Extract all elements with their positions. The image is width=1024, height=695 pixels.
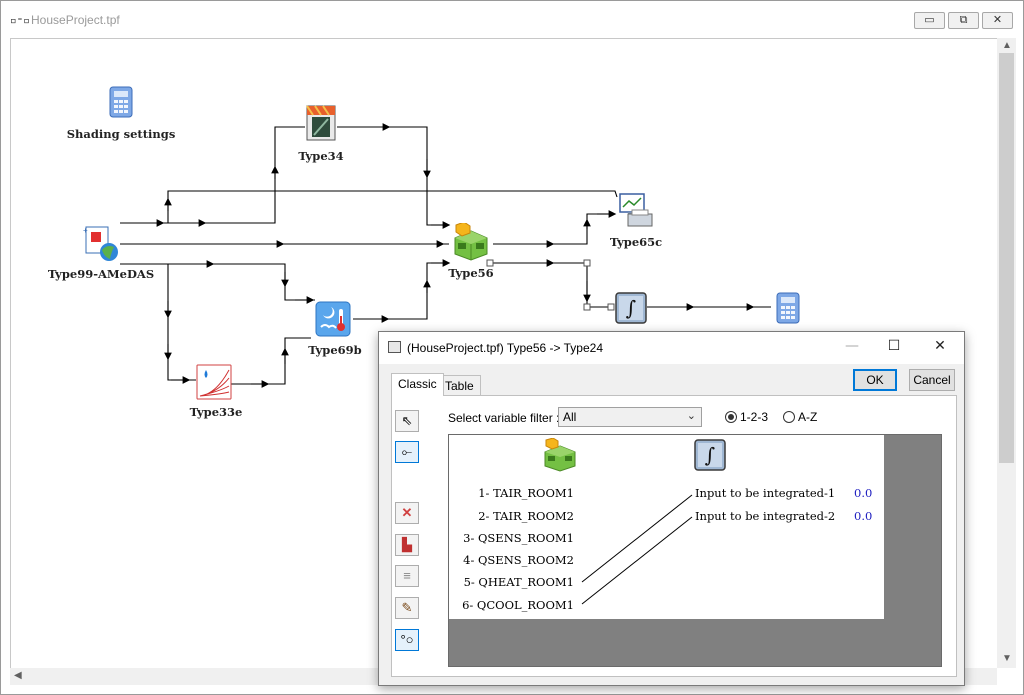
minimize-button[interactable]: ▭ [914,12,945,29]
component-label: Type33e [189,405,243,419]
psychrometrics-icon [196,364,232,400]
component-label: Shading settings [66,127,176,141]
dialog-minimize-button[interactable]: — [845,338,859,354]
paint-brush-icon[interactable]: ✎ [395,597,419,619]
scroll-up-icon[interactable]: ▲ [1002,40,1012,51]
dialog-maximize-button[interactable]: ☐ [887,338,901,354]
component-label: Type69b [308,343,362,357]
output-variable[interactable]: 5- QHEAT_ROOM1 [463,575,574,589]
title-bar: ▫⁼▫ HouseProject.tpf ▭ ⧉ ✕ [1,1,1023,37]
calculator-icon [776,292,800,324]
radio-selected-icon [725,411,737,423]
calculator-icon [109,86,133,118]
link-type99-type33e [167,264,196,381]
link-line-qheat [581,494,693,583]
link-type99-type34 [120,126,305,224]
sort-radio-123[interactable]: 1-2-3 [725,410,768,424]
dialog-window-icon [388,341,401,353]
building-icon [544,438,576,472]
component-label: Type65c [609,235,663,249]
output-variable[interactable]: 4- QSENS_ROOM2 [463,553,574,567]
component-label: Type34 [298,149,344,163]
integrator-icon: ∫ [615,292,647,324]
link-tool-icon[interactable]: ⟜ [395,441,419,463]
scroll-left-icon[interactable]: ◀ [14,670,22,681]
output-variable[interactable]: 1- TAIR_ROOM1 [478,486,574,500]
dialog-close-button[interactable]: ✕ [934,338,946,354]
tab-table[interactable]: Table [438,375,481,395]
output-variable[interactable]: 3- QSENS_ROOM1 [463,531,574,545]
sky-temperature-icon [315,301,351,337]
svg-text:∫: ∫ [705,443,715,467]
network-icon: ▫⁼▫ [10,14,30,27]
link-type34-type56 [337,126,449,226]
radio-icon [783,411,795,423]
sort-radio-az[interactable]: A-Z [783,410,817,424]
weather-reader-icon: + [83,226,118,261]
ok-button[interactable]: OK [853,369,897,391]
variable-filter-select[interactable]: All ⌄ [558,407,702,427]
component-label: Type99-AMeDAS [47,267,155,281]
vertical-scrollbar[interactable]: ▲ ▼ [997,38,1016,668]
link-type56-type24 [490,262,611,308]
tab-classic[interactable]: Classic [391,373,444,396]
delete-link-icon[interactable]: ✕ [395,502,419,524]
pointer-icon[interactable]: ⇖ [395,410,419,432]
connection-wires [120,123,771,388]
radio-label: A-Z [798,410,818,424]
svg-text:∫: ∫ [626,296,636,320]
printer-plotter-icon [619,193,653,227]
input-variable[interactable]: Input to be integrated-2 [695,509,836,523]
chevron-down-icon: ⌄ [686,410,696,422]
scroll-down-icon[interactable]: ▼ [1002,653,1012,664]
input-value: 0.0 [854,486,873,500]
building-icon [454,223,488,261]
link-type33e-type69b [231,337,311,385]
output-variable[interactable]: 2- TAIR_ROOM2 [478,509,574,523]
delete-all-icon[interactable]: ▙ [395,534,419,556]
link-area[interactable]: ∫ 1- TAIR_ROOM1 2- TAIR_ROOM2 3- QSENS_R… [448,434,942,667]
input-variable[interactable]: Input to be integrated-1 [695,486,836,500]
component-label: Type56 [448,266,494,280]
restore-button[interactable]: ⧉ [948,12,979,29]
filter-value: All [563,410,577,424]
link-canvas[interactable]: ∫ 1- TAIR_ROOM1 2- TAIR_ROOM2 3- QSENS_R… [449,435,884,619]
dialog-title-bar: (HouseProject.tpf) Type56 -> Type24 — ☐ … [379,332,964,364]
integrator-icon: ∫ [694,439,726,471]
svg-text:+: + [83,226,88,235]
link-dialog: (HouseProject.tpf) Type56 -> Type24 — ☐ … [378,331,965,686]
link-type69b-type56 [353,262,449,320]
output-variable[interactable]: 6- QCOOL_ROOM1 [462,598,574,612]
link-type99-type65c [167,190,618,223]
close-button[interactable]: ✕ [982,12,1013,29]
filter-label: Select variable filter : [448,411,560,425]
radio-label: 1-2-3 [740,410,769,424]
scroll-thumb[interactable] [999,53,1014,463]
window-shade-icon [306,105,336,141]
dialog-title: (HouseProject.tpf) Type56 -> Type24 [407,341,604,355]
input-value: 0.0 [854,509,873,523]
variable-link-lines [581,494,693,605]
align-icon[interactable]: ≡ [395,565,419,587]
connect-icon[interactable]: °○ [395,629,419,651]
link-type56-type65c [493,213,615,245]
cancel-button[interactable]: Cancel [909,369,955,391]
link-line-qcool [581,516,693,605]
window-title: HouseProject.tpf [31,13,120,27]
